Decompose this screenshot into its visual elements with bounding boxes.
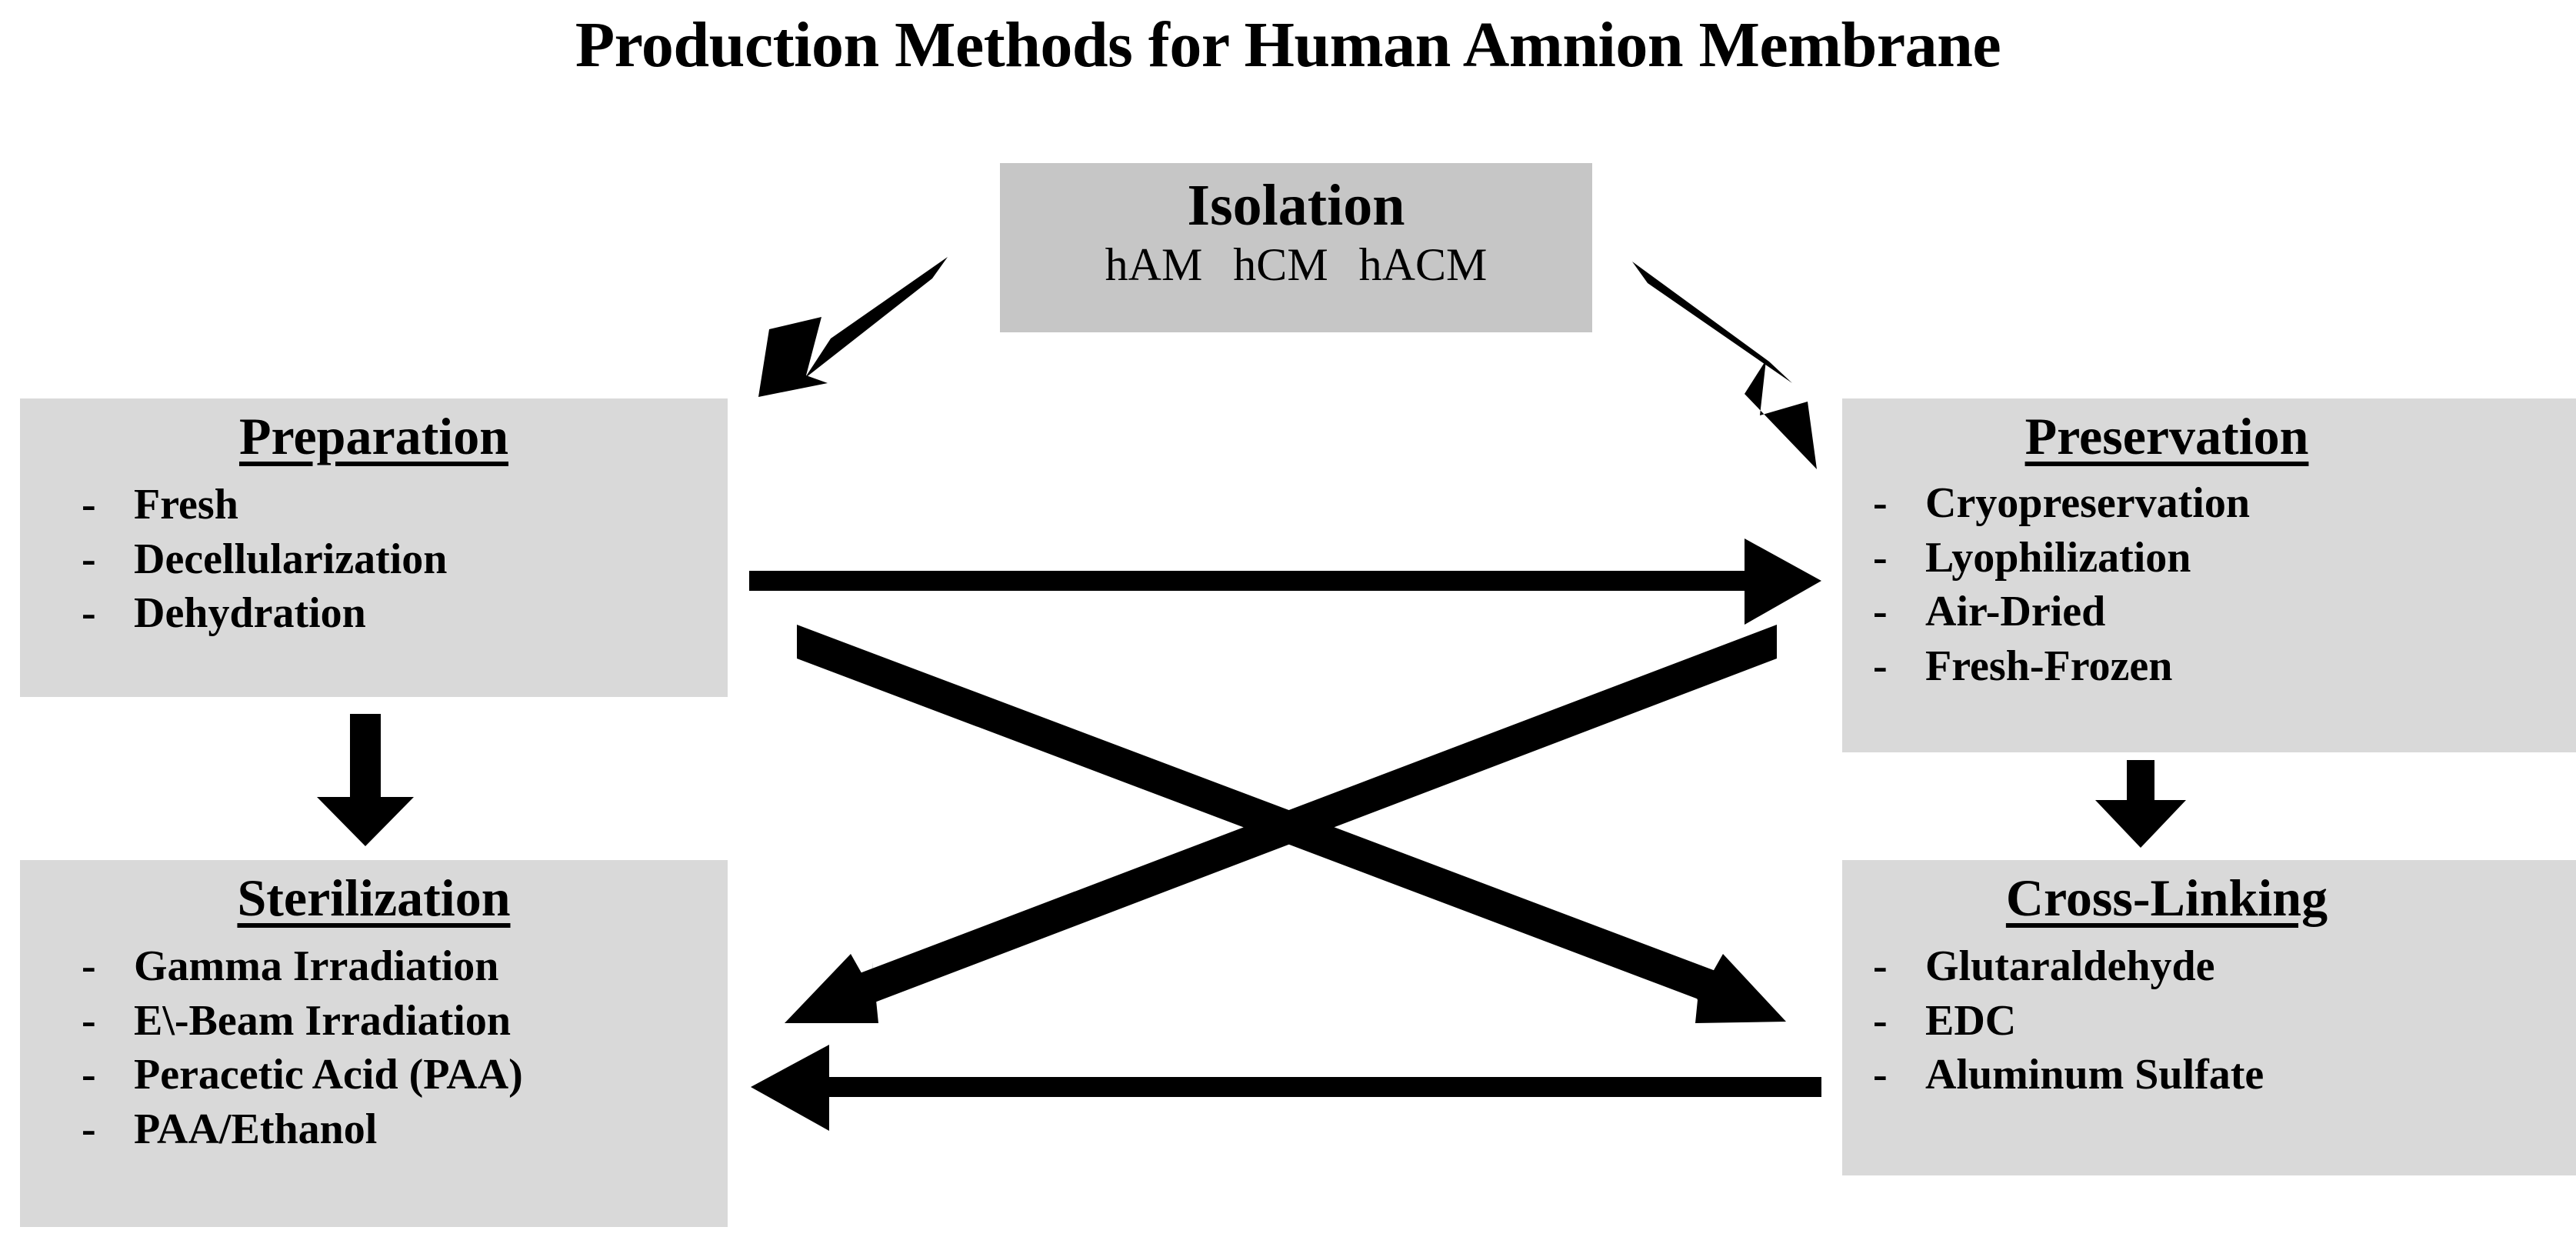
bullet-dash: - <box>1873 588 1888 636</box>
crosslinking-heading: Cross-Linking <box>2005 869 2328 927</box>
arrow-isolation-to-preparation <box>758 257 948 397</box>
list-item-label: Cryopreservation <box>1925 479 2250 528</box>
sterilization-list: -Gamma Irradiation -E\-Beam Irradiation … <box>82 939 728 1156</box>
sterilization-heading: Sterilization <box>237 869 511 927</box>
list-item-label: Dehydration <box>134 589 366 638</box>
bullet-dash: - <box>1873 642 1888 691</box>
bullet-dash: - <box>82 996 96 1045</box>
arrow-preparation-to-sterilization <box>317 714 414 846</box>
bullet-dash: - <box>1873 1051 1888 1099</box>
node-sterilization[interactable]: Sterilization -Gamma Irradiation -E\-Bea… <box>20 860 728 1227</box>
list-item: -E\-Beam Irradiation <box>82 994 728 1049</box>
list-item-label: Fresh <box>134 481 238 529</box>
list-item-label: Lyophilization <box>1925 533 2191 582</box>
list-item: -Air-Dried <box>1873 585 2576 639</box>
arrow-preparation-to-crosslinking <box>797 625 1786 1023</box>
isolation-heading: Isolation <box>1187 173 1405 238</box>
bullet-dash: - <box>82 589 96 638</box>
list-item-label: Decellularization <box>134 535 448 583</box>
list-item: -Glutaraldehyde <box>1873 939 2576 994</box>
list-item: -Cryopreservation <box>1873 476 2576 531</box>
list-item-label: Gamma Irradiation <box>134 942 499 991</box>
crosslinking-list: -Glutaraldehyde -EDC -Aluminum Sulfate <box>1873 939 2576 1102</box>
bullet-dash: - <box>1873 942 1888 991</box>
list-item-label: EDC <box>1925 996 2017 1045</box>
bullet-dash: - <box>82 535 96 583</box>
list-item: -Lyophilization <box>1873 531 2576 585</box>
bullet-dash: - <box>82 1051 96 1099</box>
isolation-source-ham: hAM <box>1105 239 1203 291</box>
list-item: -Dehydration <box>82 586 728 641</box>
node-preservation[interactable]: Preservation -Cryopreservation -Lyophili… <box>1842 398 2576 752</box>
list-item-label: Peracetic Acid (PAA) <box>134 1051 523 1099</box>
node-preparation[interactable]: Preparation -Fresh -Decellularization -D… <box>20 398 728 697</box>
node-crosslinking[interactable]: Cross-Linking -Glutaraldehyde -EDC -Alum… <box>1842 860 2576 1175</box>
preservation-list: -Cryopreservation -Lyophilization -Air-D… <box>1873 476 2576 693</box>
list-item: -Aluminum Sulfate <box>1873 1048 2576 1102</box>
arrow-isolation-to-preservation <box>1632 262 1817 469</box>
list-item-label: E\-Beam Irradiation <box>134 996 511 1045</box>
list-item: -EDC <box>1873 994 2576 1049</box>
list-item-label: Air-Dried <box>1925 588 2106 636</box>
arrow-preservation-to-sterilization <box>785 625 1777 1023</box>
node-isolation[interactable]: Isolation hAM hCM hACM <box>1000 163 1592 332</box>
isolation-source-hcm: hCM <box>1233 239 1328 291</box>
bullet-dash: - <box>1873 479 1888 528</box>
list-item: -Fresh <box>82 478 728 532</box>
preparation-heading: Preparation <box>238 407 509 465</box>
list-item-label: Glutaraldehyde <box>1925 942 2215 991</box>
bullet-dash: - <box>82 481 96 529</box>
list-item-label: Fresh-Frozen <box>1925 642 2173 691</box>
preparation-list: -Fresh -Decellularization -Dehydration <box>82 478 728 641</box>
isolation-sources: hAM hCM hACM <box>1000 238 1592 292</box>
bullet-dash: - <box>1873 533 1888 582</box>
bullet-dash: - <box>82 942 96 991</box>
isolation-source-hacm: hACM <box>1358 239 1488 291</box>
arrow-preparation-to-preservation <box>749 538 1821 625</box>
list-item-label: PAA/Ethanol <box>134 1105 378 1154</box>
list-item: -Fresh-Frozen <box>1873 639 2576 694</box>
list-item: -Peracetic Acid (PAA) <box>82 1048 728 1102</box>
arrow-preservation-to-crosslinking <box>2095 760 2186 848</box>
preservation-heading: Preservation <box>2024 407 2309 465</box>
list-item: -PAA/Ethanol <box>82 1102 728 1157</box>
arrow-crosslinking-to-sterilization <box>751 1045 1821 1131</box>
page-title: Production Methods for Human Amnion Memb… <box>575 9 2001 81</box>
list-item-label: Aluminum Sulfate <box>1925 1051 2264 1099</box>
bullet-dash: - <box>82 1105 96 1154</box>
list-item: -Decellularization <box>82 532 728 587</box>
bullet-dash: - <box>1873 996 1888 1045</box>
list-item: -Gamma Irradiation <box>82 939 728 994</box>
